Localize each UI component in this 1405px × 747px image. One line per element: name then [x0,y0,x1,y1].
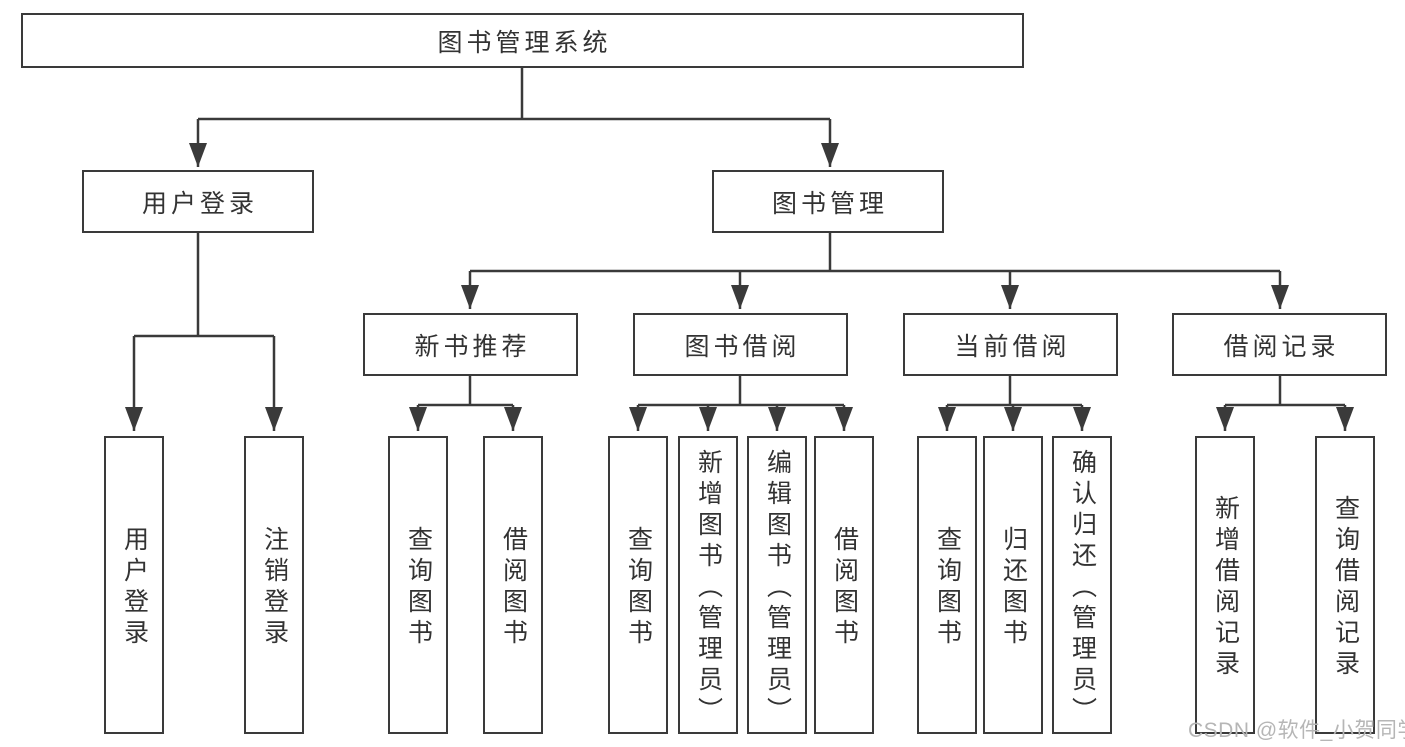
node-label: 新增借阅记录 [1211,495,1240,681]
leaf-logout-login: 注销登录 [244,436,304,734]
connector-book-borrow-children [629,376,853,431]
leaf-query-books-recommend: 查询图书 [388,436,448,734]
leaf-borrow-books-recommend: 借阅图书 [483,436,543,734]
node-label: 图书管理 [771,189,888,218]
node-library-management-system: 图书管理系统 [21,13,1024,68]
node-label: 新书推荐 [414,332,531,361]
node-label: 注销登录 [260,526,289,650]
leaf-confirm-return-admin: 确认归还（管理员） [1052,436,1112,734]
node-label: 图书借阅 [684,332,801,361]
node-label: 当前借阅 [954,332,1071,361]
connector-book-management-children [461,233,1289,309]
connector-root-to-level2 [189,68,839,167]
connector-current-borrow-children [938,376,1091,431]
leaf-add-books-admin: 新增图书（管理员） [678,436,738,734]
node-label: 新增图书（管理员） [694,448,723,728]
node-borrowing-records: 借阅记录 [1172,313,1387,376]
node-label: 借阅记录 [1223,332,1340,361]
node-label: 编辑图书（管理员） [763,448,792,728]
leaf-query-books-current: 查询图书 [917,436,977,734]
connector-borrow-records-children [1216,376,1354,431]
node-label: 用户登录 [141,189,258,218]
leaf-add-borrow-record: 新增借阅记录 [1195,436,1255,734]
leaf-query-borrow-record: 查询借阅记录 [1315,436,1375,734]
leaf-return-books: 归还图书 [983,436,1043,734]
node-label: 用户登录 [120,526,149,650]
node-label: 确认归还（管理员） [1068,448,1097,728]
connector-new-book-children [409,376,522,431]
node-label: 查询图书 [404,526,433,650]
leaf-edit-books-admin: 编辑图书（管理员） [747,436,807,734]
node-book-management: 图书管理 [712,170,944,233]
node-new-book-recommendation: 新书推荐 [363,313,578,376]
node-label: 图书管理系统 [437,28,612,57]
csdn-watermark: CSDN @软件_小贺同学 [1188,719,1405,742]
leaf-query-books-borrow: 查询图书 [608,436,668,734]
node-current-borrowing: 当前借阅 [903,313,1118,376]
node-user-login: 用户登录 [82,170,314,233]
leaf-user-login: 用户登录 [104,436,164,734]
connector-user-login-children [125,233,283,431]
node-label: 查询图书 [624,526,653,650]
node-label: 归还图书 [999,526,1028,650]
node-label: 借阅图书 [830,526,859,650]
node-book-borrowing: 图书借阅 [633,313,848,376]
leaf-borrow-books: 借阅图书 [814,436,874,734]
node-label: 查询借阅记录 [1331,495,1360,681]
node-label: 查询图书 [933,526,962,650]
node-label: 借阅图书 [499,526,528,650]
